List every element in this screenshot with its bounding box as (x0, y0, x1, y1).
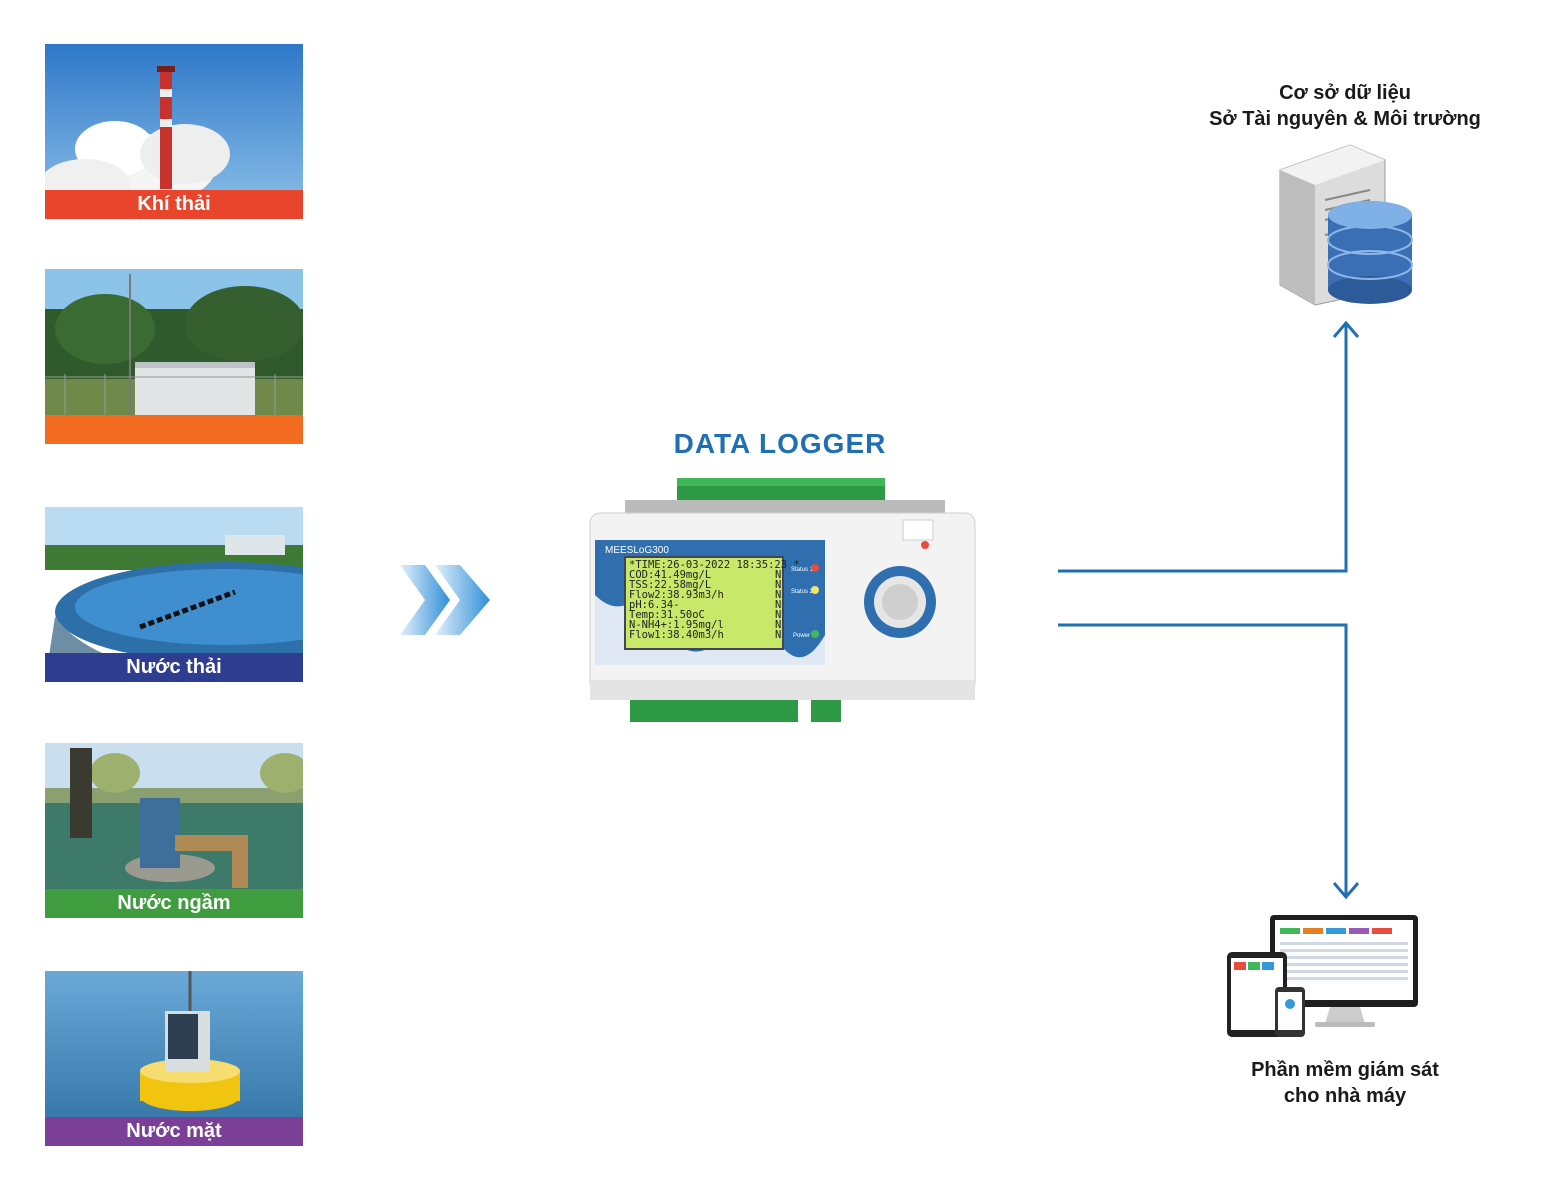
lcd-line: TSS:22.58mg/L (629, 579, 711, 591)
lcd-line: Temp:31.50oC (629, 609, 705, 621)
source-khong-khi (45, 269, 303, 444)
lcd-text: *TIME:26-03-2022 18:35:23 * COD:41.49mg/… (629, 559, 800, 641)
buoy-image (45, 971, 303, 1146)
lcd-line: COD:41.49mg/L (629, 569, 711, 581)
lcd-flag: N (775, 579, 781, 591)
status-led (921, 541, 929, 549)
lcd-line: *TIME:26-03-2022 18:35:23 * (629, 559, 800, 571)
connector-lines (1058, 320, 1360, 900)
server-database-icon (1279, 144, 1413, 306)
monitoring-software-devices-icon (1227, 915, 1418, 1037)
source-label: Nước thải (45, 653, 303, 682)
source-label: Nước mặt (45, 1117, 303, 1146)
arrow-down-icon (1332, 882, 1360, 900)
power-led (811, 630, 819, 638)
arrow-to-database (1058, 325, 1348, 573)
top-terminal-block (677, 478, 885, 500)
arrow-up-icon (1332, 320, 1360, 338)
source-khi-thai: Khí thải (45, 44, 303, 219)
source-nuoc-thai: Nước thải (45, 507, 303, 682)
source-label (45, 415, 303, 444)
lcd-flag: N (775, 589, 781, 601)
logger-model-label: MEESLoG300 (605, 545, 669, 556)
software-label-line2: cho nhà máy (1283, 1085, 1407, 1107)
lcd-flag: N (775, 599, 781, 611)
status2-led (811, 586, 819, 594)
database-label-line2: Sở Tài nguyên & Môi trường (1209, 108, 1481, 130)
arrow-to-software (1058, 623, 1348, 895)
lcd-line: Flow2:38.93m3/h (629, 589, 724, 601)
data-logger-title: DATA LOGGER (673, 428, 887, 459)
lcd-flag: N (775, 629, 781, 641)
source-label: Khí thải (45, 190, 303, 219)
status1-led-label: Status 1 (791, 567, 814, 573)
source-label: Nước ngầm (45, 889, 303, 918)
software-label: Phần mềm giám sát cho nhà máy (1200, 1057, 1490, 1109)
database-label: Cơ sở dữ liệu Sở Tài nguyên & Môi trường (1170, 80, 1520, 132)
data-logger-device: MEESLoG300 *TIME:26-03-2022 18:35:23 * C… (589, 478, 976, 722)
database-label-line1: Cơ sở dữ liệu (1279, 82, 1411, 104)
smokestack-image (45, 44, 303, 219)
power-led-label: Power (793, 633, 810, 639)
lcd-flag: N (775, 569, 781, 581)
source-nuoc-mat: Nước mặt (45, 971, 303, 1146)
lcd-line: Flow1:38.40m3/h (629, 629, 724, 641)
source-nuoc-ngam: Nước ngầm (45, 743, 303, 918)
wastewater-tank-image (45, 507, 303, 682)
lcd-flag: N (775, 609, 781, 621)
lcd-line: N-NH4+:1.95mg/l (629, 619, 724, 631)
lcd-screen (624, 556, 784, 650)
software-label-line1: Phần mềm giám sát (1251, 1059, 1439, 1081)
status2-led-label: Status 2 (791, 589, 814, 595)
lcd-line: pH:6.34- (629, 599, 680, 611)
lcd-flag: N (775, 619, 781, 631)
status1-led (811, 564, 819, 572)
bottom-terminal-block (630, 700, 841, 722)
double-chevron-right-icon (400, 565, 490, 635)
